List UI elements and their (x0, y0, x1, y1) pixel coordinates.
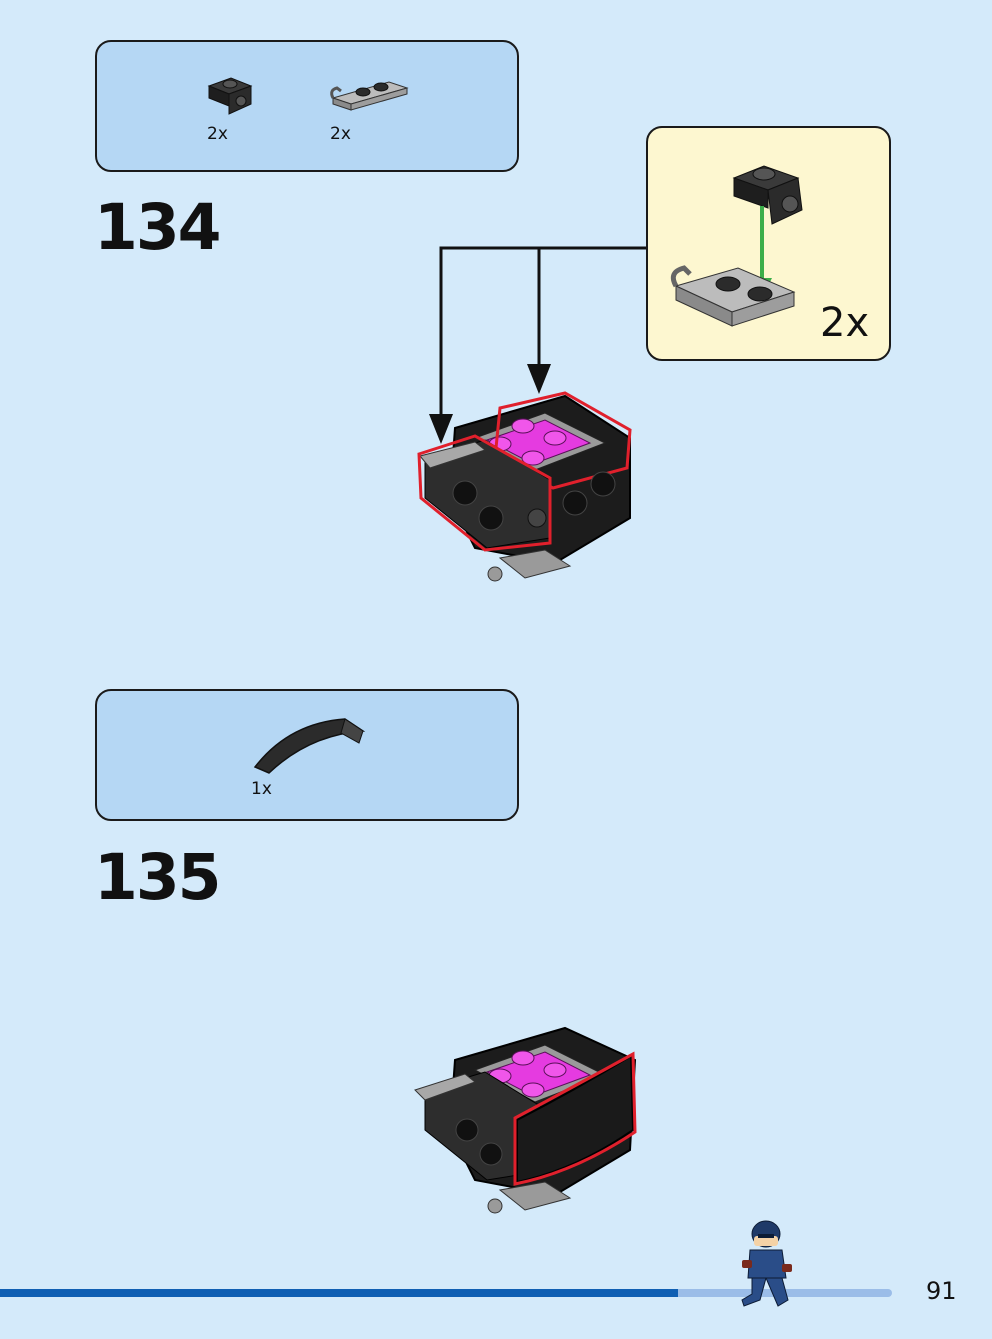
step-number: 135 (94, 841, 222, 914)
subassembly-callout: 2x (646, 126, 891, 361)
step-number: 134 (94, 191, 222, 264)
minifigure-icon (741, 1220, 792, 1307)
callout-qty: 2x (820, 300, 870, 346)
clip-plate-part-icon (330, 81, 409, 111)
bracket-part-icon (732, 165, 803, 225)
part-qty: 1x (251, 779, 272, 799)
part-qty: 2x (207, 124, 228, 144)
parts-list-134: 2x 2x (95, 40, 519, 172)
part-qty: 2x (330, 124, 351, 144)
page-number: 91 (926, 1277, 957, 1305)
parts-list-135: 1x (95, 689, 519, 821)
curved-slope-part-icon (253, 718, 366, 774)
bracket-part-icon (207, 77, 253, 115)
clip-plate-part-icon (670, 265, 796, 327)
model-step-135-icon (414, 1026, 637, 1214)
model-step-134-icon (417, 391, 632, 582)
progress-fill (0, 1289, 678, 1297)
